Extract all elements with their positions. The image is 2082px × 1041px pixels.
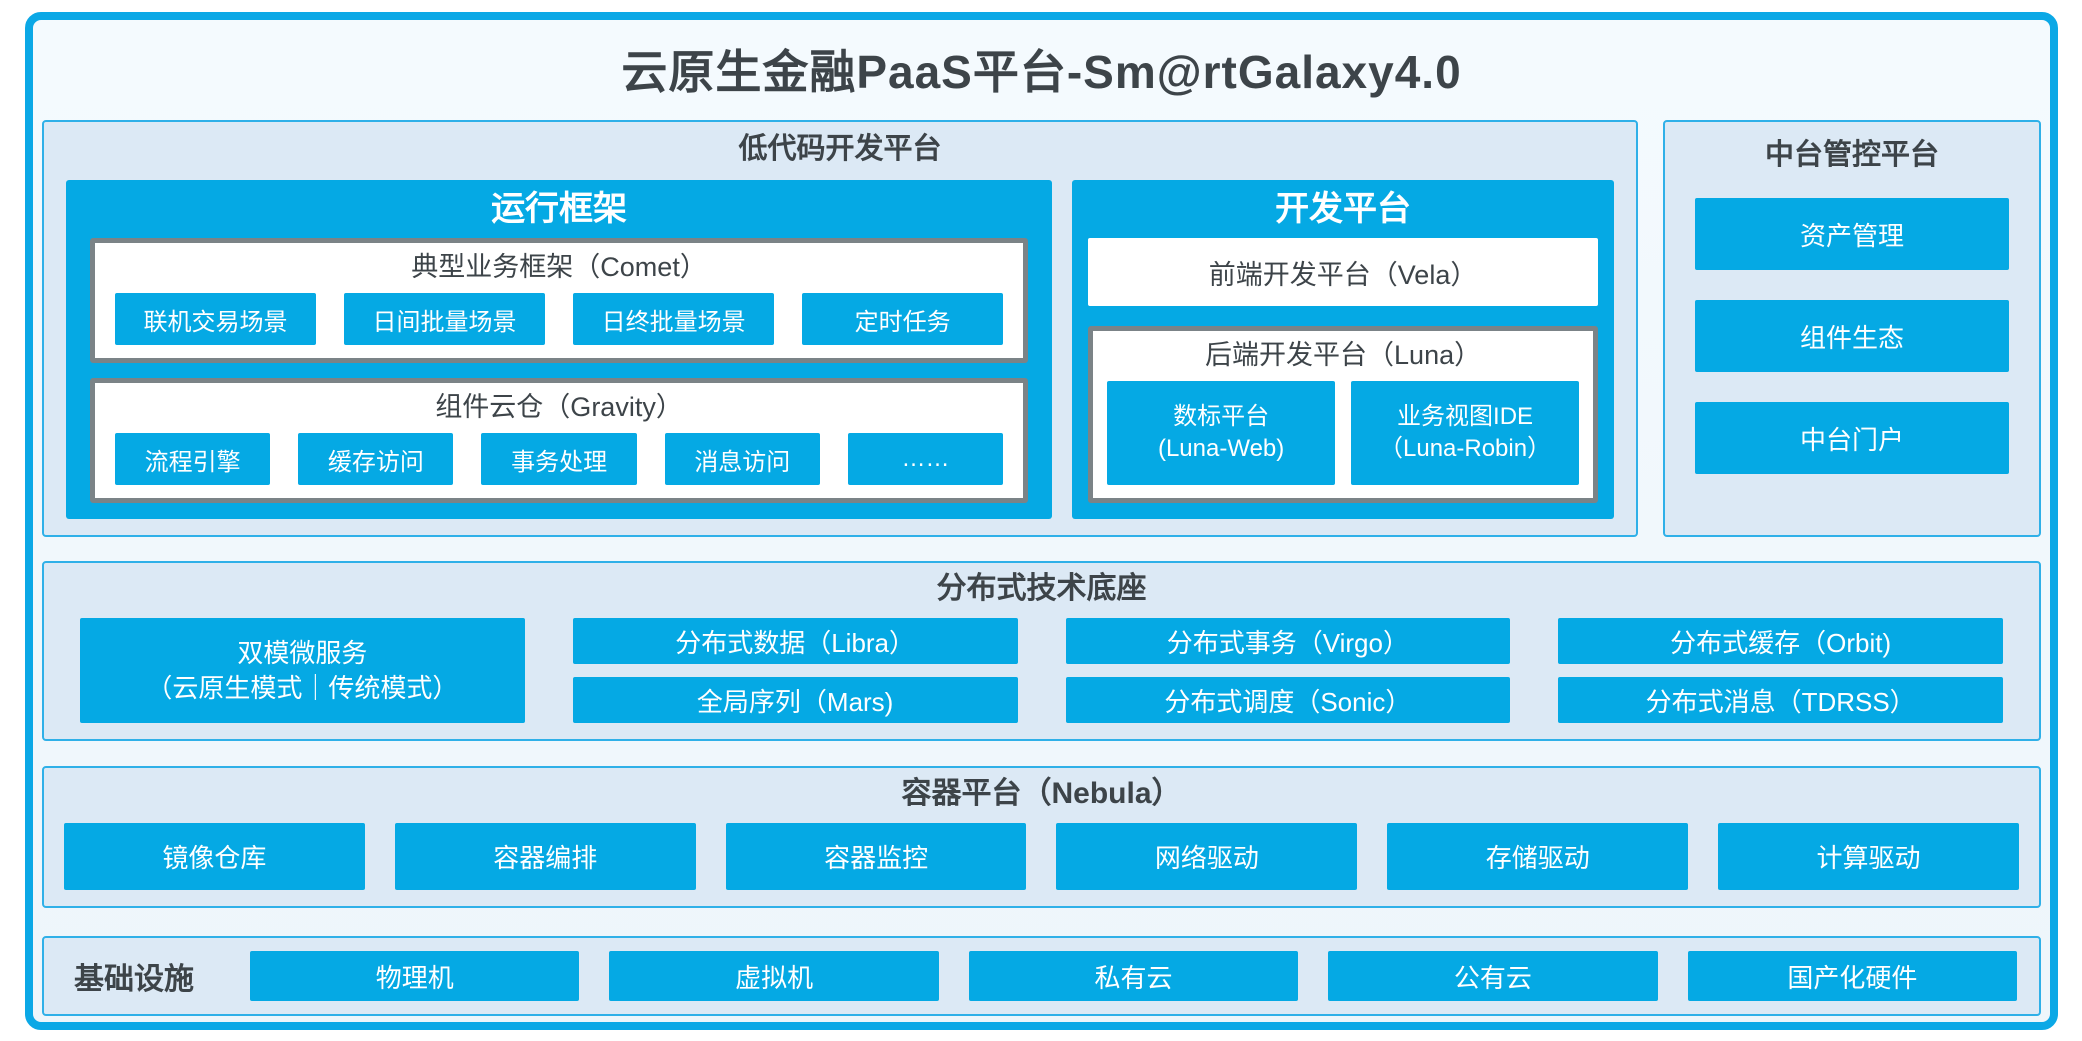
block-public-cloud: 公有云 (1328, 951, 1658, 1001)
low-code-body: 运行框架 典型业务框架（Comet） 联机交易场景 日间批量场景 日终批量场景 … (66, 180, 1614, 519)
dev-platform-title: 开发平台 (1275, 190, 1412, 228)
block-distributed-data: 分布式数据（Libra） (572, 618, 1018, 664)
block-label-line1: 双模微服务 (237, 637, 368, 668)
distributed-base-panel: 分布式技术底座 双模微服务 （云原生模式｜传统模式） 分布式数据（Libra） … (42, 561, 2041, 741)
low-code-platform-title: 低代码开发平台 (738, 133, 942, 165)
block-global-sequence: 全局序列（Mars) (572, 677, 1018, 723)
block-label-line1: 数标平台 (1173, 403, 1270, 430)
block-cache-access: 缓存访问 (298, 433, 454, 485)
container-platform-title: 容器平台（Nebula） (901, 777, 1182, 810)
block-private-cloud: 私有云 (968, 951, 1299, 1001)
block-label-line2: （云原生模式｜传统模式） (146, 672, 459, 703)
block-distributed-transaction: 分布式事务（Virgo） (1065, 618, 1511, 664)
vela-box: 前端开发平台（Vela） (1088, 238, 1598, 306)
block-container-monitoring: 容器监控 (725, 823, 1027, 890)
block-distributed-message: 分布式消息（TDRSS） (1558, 677, 2003, 723)
block-virtual-machine: 虚拟机 (609, 951, 939, 1001)
luna-box: 后端开发平台（Luna） 数标平台 (Luna-Web) 业务视图IDE （Lu… (1088, 326, 1598, 503)
container-platform-blocks: 镜像仓库 容器编排 容器监控 网络驱动 存储驱动 计算驱动 (64, 823, 2019, 890)
block-network-driver: 网络驱动 (1056, 823, 1358, 890)
block-mid-platform-portal: 中台门户 (1695, 402, 2009, 474)
block-label-line2: （Luna-Robin） (1379, 435, 1552, 462)
gravity-blocks: 流程引擎 缓存访问 事务处理 消息访问 …… (115, 433, 1004, 485)
gravity-title: 组件云仓（Gravity） (435, 392, 683, 422)
comet-blocks: 联机交易场景 日间批量场景 日终批量场景 定时任务 (115, 293, 1004, 345)
block-scheduled-task: 定时任务 (802, 293, 1004, 345)
luna-title: 后端开发平台（Luna） (1205, 340, 1482, 370)
block-asset-management: 资产管理 (1695, 198, 2009, 270)
block-message-access: 消息访问 (664, 433, 820, 485)
block-label-line1: 业务视图IDE (1397, 403, 1534, 430)
gravity-box: 组件云仓（Gravity） 流程引擎 缓存访问 事务处理 消息访问 …… (90, 378, 1029, 503)
block-intraday-batch: 日间批量场景 (344, 293, 546, 345)
block-distributed-cache: 分布式缓存（Orbit) (1558, 618, 2003, 664)
runtime-framework-section: 运行框架 典型业务框架（Comet） 联机交易场景 日间批量场景 日终批量场景 … (66, 180, 1053, 519)
comet-box: 典型业务框架（Comet） 联机交易场景 日间批量场景 日终批量场景 定时任务 (90, 238, 1029, 363)
luna-blocks: 数标平台 (Luna-Web) 业务视图IDE （Luna-Robin） (1107, 381, 1580, 485)
mid-platform-title: 中台管控平台 (1764, 139, 1939, 171)
block-compute-driver: 计算驱动 (1718, 823, 2019, 890)
container-platform-panel: 容器平台（Nebula） 镜像仓库 容器编排 容器监控 网络驱动 存储驱动 计算… (42, 766, 2041, 908)
block-online-transaction: 联机交易场景 (115, 293, 317, 345)
block-process-engine: 流程引擎 (115, 433, 271, 485)
block-eod-batch: 日终批量场景 (573, 293, 775, 345)
block-data-standard-platform: 数标平台 (Luna-Web) (1107, 381, 1336, 485)
distributed-base-title: 分布式技术底座 (936, 572, 1147, 605)
mid-platform-panel: 中台管控平台 资产管理 组件生态 中台门户 (1663, 120, 2041, 537)
block-distributed-scheduling: 分布式调度（Sonic） (1065, 677, 1511, 723)
block-physical-machine: 物理机 (250, 951, 580, 1001)
mid-platform-blocks: 资产管理 组件生态 中台门户 (1695, 198, 2009, 474)
block-image-registry: 镜像仓库 (64, 823, 365, 890)
distributed-blocks: 双模微服务 （云原生模式｜传统模式） 分布式数据（Libra） 分布式事务（Vi… (80, 618, 2003, 723)
block-container-orchestration: 容器编排 (394, 823, 696, 890)
dev-platform-section: 开发平台 前端开发平台（Vela） 后端开发平台（Luna） 数标平台 (Lun… (1072, 180, 1614, 519)
block-business-view-ide: 业务视图IDE （Luna-Robin） (1351, 381, 1580, 485)
low-code-platform-panel: 低代码开发平台 运行框架 典型业务框架（Comet） 联机交易场景 日间批量场景… (42, 120, 1638, 537)
top-row: 低代码开发平台 运行框架 典型业务框架（Comet） 联机交易场景 日间批量场景… (42, 120, 2041, 537)
page-title: 云原生金融PaaS平台-Sm@rtGalaxy4.0 (621, 46, 1462, 98)
block-label-line2: (Luna-Web) (1157, 435, 1285, 462)
diagram-frame: 云原生金融PaaS平台-Sm@rtGalaxy4.0 低代码开发平台 运行框架 … (25, 12, 2058, 1030)
comet-title: 典型业务框架（Comet） (411, 252, 707, 282)
runtime-framework-title: 运行框架 (491, 190, 628, 228)
block-dual-mode-microservice: 双模微服务 （云原生模式｜传统模式） (80, 618, 525, 723)
block-domestic-hardware: 国产化硬件 (1687, 951, 2018, 1001)
infrastructure-panel: 基础设施 物理机 虚拟机 私有云 公有云 国产化硬件 (42, 936, 2041, 1016)
block-component-ecosystem: 组件生态 (1695, 300, 2009, 372)
block-transaction-processing: 事务处理 (481, 433, 637, 485)
block-storage-driver: 存储驱动 (1387, 823, 1689, 890)
infrastructure-title: 基础设施 (74, 963, 194, 996)
block-more-ellipsis: …… (847, 433, 1004, 485)
